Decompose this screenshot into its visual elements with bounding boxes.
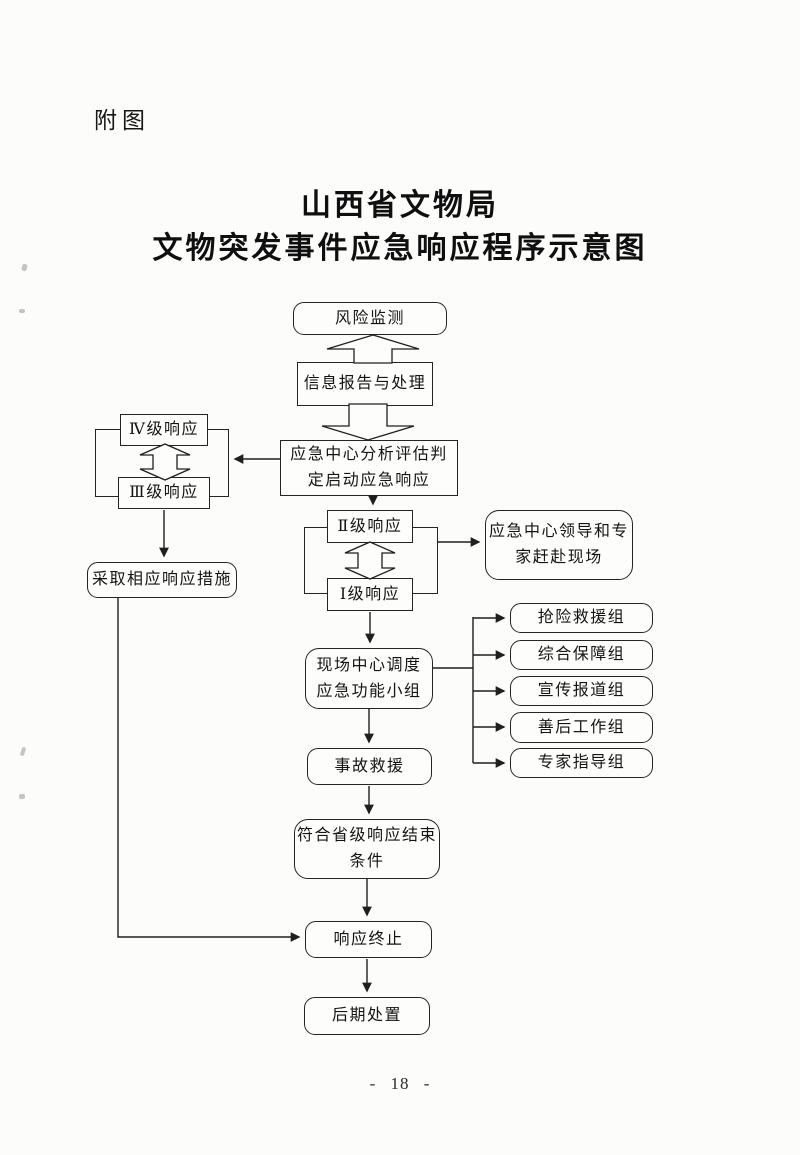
node-label: 响应终止 (333, 930, 404, 948)
node-analysis-judgement: 应急中心分析评估判 定启动应急响应 (280, 440, 458, 496)
node-group-support: 综合保障组 (510, 640, 653, 670)
node-label: 风险监测 (334, 309, 405, 327)
node-level4-response: Ⅳ级响应 (120, 414, 208, 446)
node-label: Ⅱ级响应 (337, 517, 403, 535)
title-line-1: 山西省文物局 (301, 189, 499, 222)
node-level2-response: Ⅱ级响应 (327, 510, 413, 543)
node-label-line1: 符合省级响应结束 (296, 827, 437, 845)
scan-artifact (21, 263, 28, 272)
node-label-line2: 条件 (349, 853, 385, 870)
node-label: 抢险救援组 (537, 609, 626, 627)
node-end-condition: 符合省级响应结束 条件 (294, 819, 440, 879)
node-label: Ⅳ级响应 (129, 421, 199, 439)
node-label-line1: 应急中心领导和专 (488, 523, 629, 541)
page-title: 山西省文物局 文物突发事件应急响应程序示意图 (0, 184, 800, 270)
node-level1-response: Ⅰ级响应 (327, 578, 413, 611)
node-group-expert: 专家指导组 (510, 748, 653, 778)
node-post-disposal: 后期处置 (304, 997, 430, 1035)
node-label-line2: 应急功能小组 (316, 682, 422, 700)
node-label: Ⅰ级响应 (339, 585, 401, 603)
node-label: 后期处置 (331, 1007, 402, 1025)
node-label: 综合保障组 (537, 646, 626, 664)
node-info-report: 信息报告与处理 (297, 362, 433, 406)
node-label-line2: 定启动应急响应 (307, 472, 431, 489)
node-group-rescue: 抢险救援组 (510, 603, 653, 633)
node-label: 事故救援 (334, 757, 405, 775)
node-accident-rescue: 事故救援 (307, 748, 432, 785)
node-label: 信息报告与处理 (303, 375, 427, 393)
node-label-line2: 家赶赴现场 (515, 549, 603, 566)
node-label: 采取相应响应措施 (91, 571, 232, 589)
hollow-arrow-down-info-to-analysis (321, 403, 415, 441)
hollow-arrow-up-info-to-risk (326, 334, 420, 364)
node-group-publicity: 宣传报道组 (510, 676, 653, 706)
scan-artifact (19, 746, 27, 757)
node-label-line1: 应急中心分析评估判 (290, 446, 448, 464)
page-number: - 18 - (369, 1074, 431, 1093)
node-label: 专家指导组 (537, 754, 626, 772)
node-take-measures: 采取相应响应措施 (87, 562, 237, 598)
scan-artifact (18, 793, 26, 800)
node-label: 宣传报道组 (537, 682, 626, 700)
node-label: Ⅲ级响应 (129, 484, 199, 502)
node-risk-monitoring: 风险监测 (293, 302, 447, 335)
node-response-termination: 响应终止 (305, 921, 432, 958)
node-label: 善后工作组 (537, 718, 626, 736)
node-leaders-to-scene: 应急中心领导和专 家赶赴现场 (485, 510, 633, 580)
figure-label: 附图 (94, 107, 150, 133)
arrow-measures-to-termination (117, 598, 301, 942)
node-group-aftermath: 善后工作组 (510, 712, 653, 743)
node-label-line1: 现场中心调度 (316, 656, 422, 674)
node-level3-response: Ⅲ级响应 (118, 477, 210, 509)
node-onsite-dispatch: 现场中心调度 应急功能小组 (305, 648, 433, 709)
title-line-2: 文物突发事件应急响应程序示意图 (152, 232, 648, 265)
scan-artifact (19, 309, 25, 313)
